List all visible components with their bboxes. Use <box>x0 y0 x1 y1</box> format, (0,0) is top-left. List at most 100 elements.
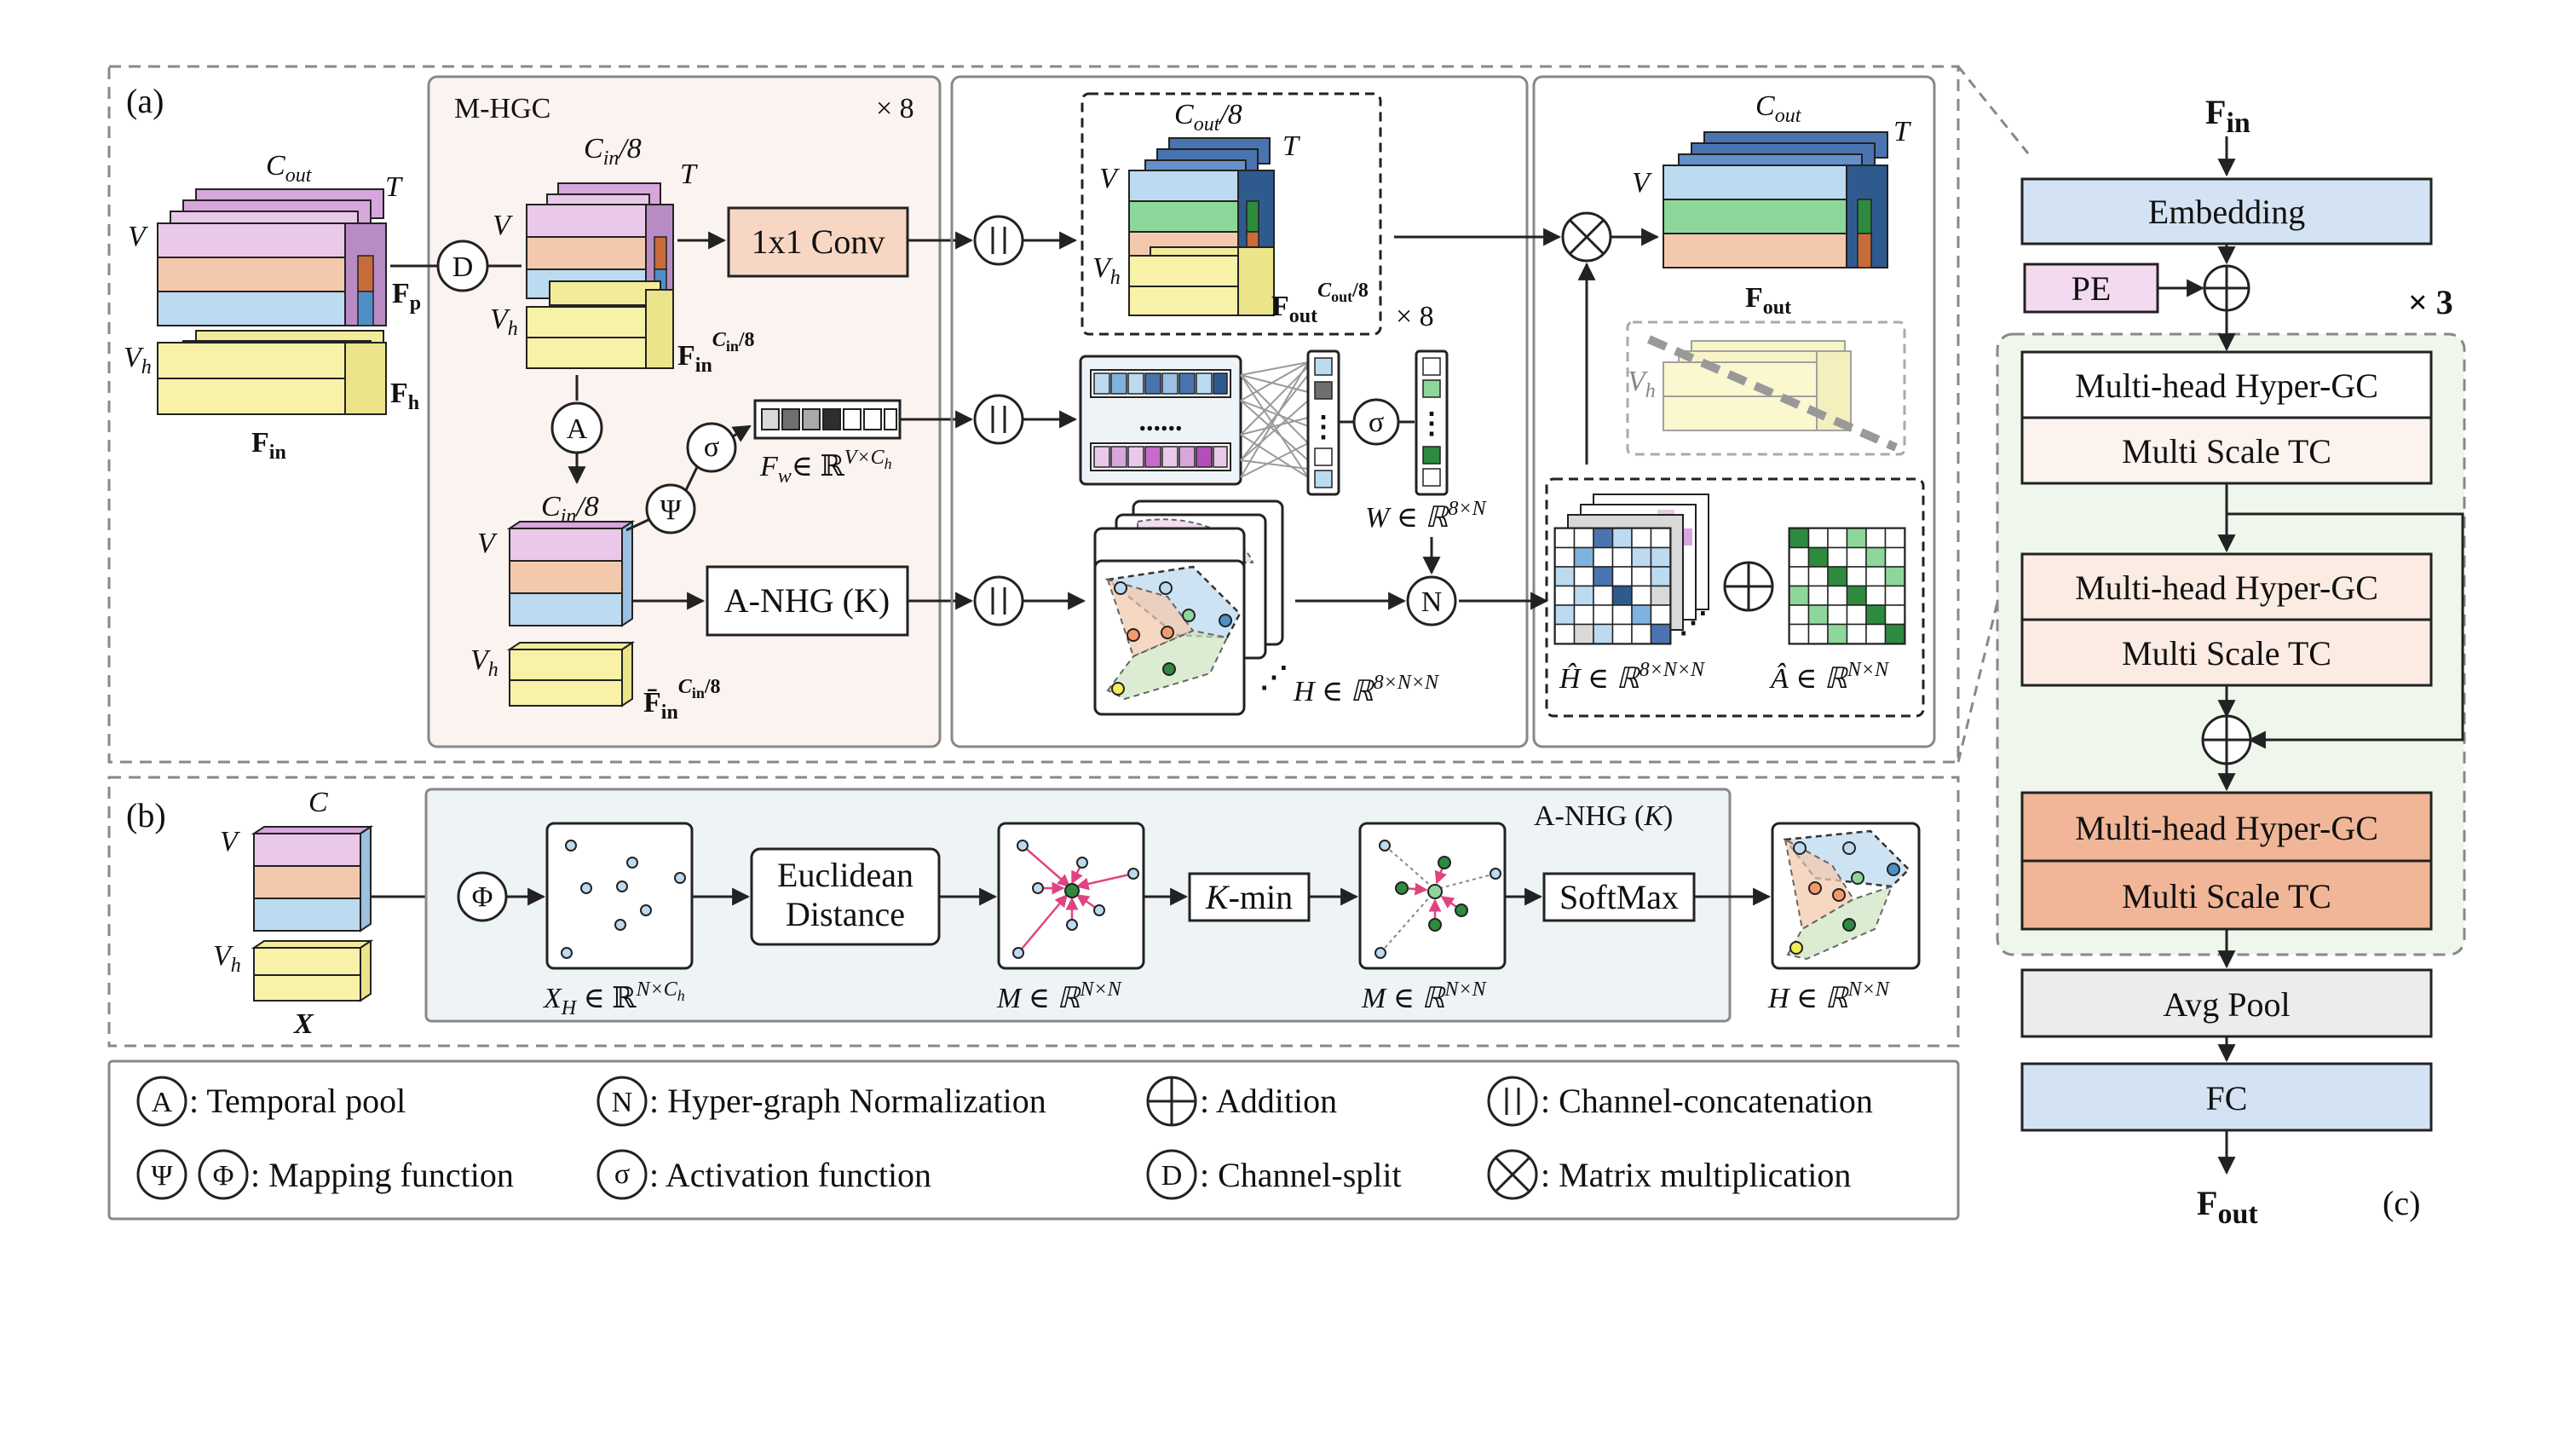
anhg-title: A-NHG (K) <box>1534 800 1673 832</box>
grid-cell <box>1807 604 1829 626</box>
svg-text:σ: σ <box>614 1158 630 1190</box>
svg-text:: Temporal pool: : Temporal pool <box>189 1082 406 1120</box>
hypergraph-stack: ⋰ <box>1093 499 1288 716</box>
v-label-5: V <box>1632 167 1653 199</box>
fin-cin8-label: FinCin/8 <box>677 329 755 377</box>
grid-cell <box>1789 585 1810 606</box>
grid-cell <box>1631 546 1652 568</box>
svg-text:Ψ: Ψ <box>151 1160 172 1192</box>
times3-label: × 3 <box>2408 283 2453 321</box>
avgpool-label: Avg Pool <box>2163 985 2290 1024</box>
times8-label: × 8 <box>876 93 914 124</box>
grid-cell <box>1554 585 1576 606</box>
euclid-line-2: Distance <box>786 895 905 933</box>
fout-cout8-dashed-box <box>1081 92 1382 336</box>
grid-cell <box>1846 566 1867 587</box>
ahat-matrix <box>1788 527 1906 645</box>
svg-text:: Hyper-graph Normalization: : Hyper-graph Normalization <box>649 1082 1046 1120</box>
svg-text:: Channel-split: : Channel-split <box>1200 1156 1402 1194</box>
addition-op-a <box>1723 561 1774 612</box>
discarded-vh-tensor <box>1663 340 1852 431</box>
t-label-2: T <box>680 159 698 190</box>
legend-item-channel-split: D : Channel-split <box>1146 1149 1402 1200</box>
grid-cell <box>1827 528 1848 549</box>
concat-op-1 <box>973 215 1024 266</box>
fc-label: FC <box>2206 1079 2248 1117</box>
svg-text:⋰: ⋰ <box>1259 662 1288 694</box>
svg-text:⋮: ⋮ <box>1417 408 1446 440</box>
svg-text:N: N <box>612 1087 633 1118</box>
times8-label-2: × 8 <box>1396 301 1434 332</box>
fout-label-c: Fout <box>2197 1184 2258 1230</box>
grid-cell <box>1846 528 1867 549</box>
conv-label: 1x1 Conv <box>752 222 885 261</box>
embedding-label: Embedding <box>2148 193 2305 231</box>
grid-cell <box>1631 585 1652 606</box>
grid-cell <box>1827 604 1848 626</box>
grid-cell <box>1846 585 1867 606</box>
svg-text:Φ: Φ <box>213 1160 234 1192</box>
grid-cell <box>1631 604 1652 626</box>
v-label-b: V <box>220 826 241 857</box>
svg-text:A: A <box>152 1087 173 1118</box>
grid-cell <box>1827 546 1848 568</box>
grid-cell <box>1554 528 1576 549</box>
conv-1x1-box <box>727 206 909 278</box>
grid-cell <box>1554 546 1576 568</box>
grid-cell <box>1573 604 1594 626</box>
svg-text:: Mapping function: : Mapping function <box>251 1156 514 1194</box>
hhat-matrix <box>1553 494 1709 645</box>
block3-hypergc-label: Multi-head Hyper-GC <box>2075 809 2378 847</box>
grid-cell <box>1611 604 1633 626</box>
grid-cell <box>1593 566 1614 587</box>
grid-cell <box>1554 604 1576 626</box>
embedding-box <box>2020 177 2433 245</box>
hhat-dots: ⋰ <box>1679 608 1708 639</box>
fin-label: Fin <box>251 427 286 464</box>
split-tensor <box>526 182 674 369</box>
concat-op-2 <box>973 394 1024 445</box>
grid-cell <box>1807 546 1829 568</box>
addition-op-c2 <box>2201 714 2252 765</box>
grid-cell <box>1884 566 1905 587</box>
fh-stack <box>157 330 387 415</box>
m1-label: M ∈ ℝN×N <box>996 979 1123 1014</box>
grid-cell <box>1884 623 1905 644</box>
grid-cell <box>1593 623 1614 644</box>
grid-cell <box>1789 528 1810 549</box>
grid-cell <box>1884 546 1905 568</box>
grid-cell <box>1554 623 1576 644</box>
grid-cell <box>1573 546 1594 568</box>
grid-cell <box>1650 623 1671 644</box>
grid-cell <box>1846 623 1867 644</box>
grid-cell <box>1593 528 1614 549</box>
grid-cell <box>1846 604 1867 626</box>
a-op-label: A <box>567 413 588 445</box>
grid-cell <box>1807 585 1829 606</box>
grid-cell <box>1865 528 1887 549</box>
vh-label-b: Vh <box>213 940 241 977</box>
addition-op-c1 <box>2203 264 2250 312</box>
grid-cell <box>1611 528 1633 549</box>
panel-a: (a) Cout T V Vh Fp Fh Fin M- <box>107 65 1960 764</box>
m-graph-2 <box>1358 822 1507 970</box>
grid-cell <box>1827 566 1848 587</box>
h-hypergraph-result <box>1771 822 1921 970</box>
anhg-label: A-NHG (K) <box>724 581 890 620</box>
legend-item-mapping: Ψ Φ : Mapping function <box>136 1149 514 1200</box>
fin-label-c: Fin <box>2205 93 2250 139</box>
v-label-4: V <box>1099 163 1121 194</box>
block1-hypergc-label: Multi-head Hyper-GC <box>2075 367 2378 405</box>
v-label: V <box>128 221 149 252</box>
euclid-line-1: Euclidean <box>777 856 913 894</box>
x-label: X <box>293 1008 314 1040</box>
pooled-tensor <box>506 520 636 707</box>
grid-cell <box>1593 546 1614 568</box>
grid-cell <box>1789 546 1810 568</box>
grid-cell <box>1611 546 1633 568</box>
grid-cell <box>1650 566 1671 587</box>
grid-cell <box>1789 566 1810 587</box>
sigma-op-label-2: σ <box>1369 407 1384 438</box>
fw-vector <box>753 399 902 440</box>
